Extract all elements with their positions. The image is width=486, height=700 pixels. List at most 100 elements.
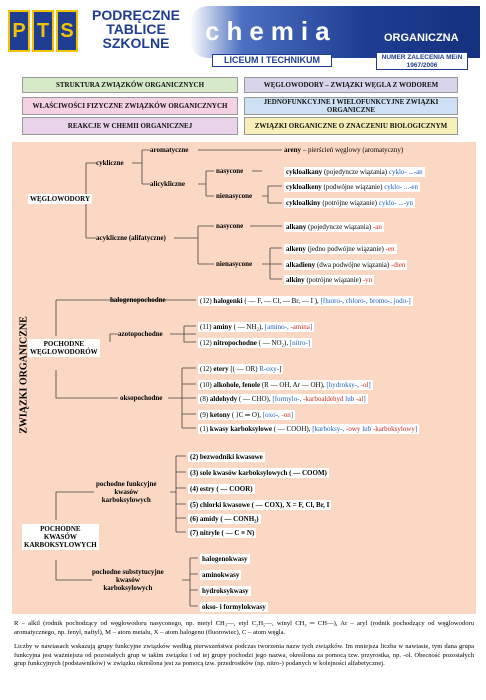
node-unsaturated-cyclic: nienasycone <box>216 192 253 200</box>
alcohols-prefix: [hydroksy-, <box>326 381 361 389</box>
series-title: PODRĘCZNE TABLICE SZKOLNE <box>86 8 186 50</box>
substitution-derivatives-line: pochodne substytucyjne <box>92 568 164 576</box>
ethers-priority: (12) <box>200 365 214 373</box>
ethers-formula: [( — OR) <box>228 365 260 373</box>
leaf-anhydrides: (2) bezwodniki kwasowe <box>188 452 265 462</box>
leaf-ketones: (9) ketony ( ⟩C ═ O), [oxo-, -on] <box>198 410 296 420</box>
functional-derivatives-line: pochodne funkcyjne <box>96 480 157 488</box>
alkanes-suffix: -an <box>372 223 382 231</box>
acids-prefix: [karboksy-, <box>312 425 347 433</box>
series-line: SZKOLNE <box>102 35 170 51</box>
cycloalkenes-suffix: cyklo- ...-en <box>384 183 419 191</box>
amines-name: aminy <box>213 323 232 331</box>
nav-biological-compounds[interactable]: ZWIĄZKI ORGANICZNE O ZNACZENIU BIOLOGICZ… <box>244 117 458 135</box>
halides-name: halogenki <box>213 297 243 305</box>
leaf-cycloalkanes: cykloalkany (pojedyncze wiązania) cyklo-… <box>284 167 425 177</box>
aldehydes-suffix-2: -al <box>355 395 364 403</box>
aldehydes-suffix: -karboaldehyd <box>303 395 344 403</box>
functional-derivatives-line: karboksylowych <box>101 496 151 504</box>
leaf-hydroxy-acids: hydroksykwasy <box>200 586 251 596</box>
node-hydrocarbons: WĘGLOWODORY <box>28 194 93 204</box>
substitution-derivatives-line: karboksylowych <box>103 584 153 592</box>
nav-reactions[interactable]: REAKCJE W CHEMII ORGANICZNEJ <box>22 117 238 135</box>
derivatives-line: WĘGLOWODORÓW <box>30 348 98 356</box>
node-substitution-derivatives: pochodne substytucyjne kwasów karboksylo… <box>92 568 164 592</box>
node-acyclic: acykliczne (alifatyczne) <box>96 234 166 242</box>
node-carboxylic-acid-derivatives: POCHODNE KWASÓW KARBOKSYLOWYCH <box>22 524 99 550</box>
alkadienes-suffix: -dien <box>391 261 406 269</box>
leaf-alkadienes: alkadieny (dwa podwójne wiązania) -dien <box>284 260 408 270</box>
leaf-alkynes: alkiny (potrójne wiązanie) -yn <box>284 275 375 285</box>
amines-formula: ( — NH₂), <box>231 323 265 331</box>
halides-prefixes: [fluoro-, chloro-, bromo-, jodo-] <box>320 297 411 305</box>
ketones-suffix: -on <box>281 411 291 419</box>
node-unsaturated-acyclic: nienasycone <box>216 260 253 268</box>
aldehydes-close: ] <box>363 395 366 403</box>
priority-note: Liczby w nawiasach wskazują grupy funkcy… <box>14 643 474 668</box>
leaf-alcohols: (10) alkohole, fenole (R — OH, Ar — OH),… <box>198 380 373 390</box>
node-saturated-cyclic: nasycone <box>216 167 244 175</box>
amines-close: ] <box>309 323 313 331</box>
leaf-acid-chlorides: (5) chlorki kwasowe ( — COX), X = F, Cl,… <box>188 500 332 510</box>
leaf-nitro-compounds: (12) nitropochodne ( — NO₂), [nitro-] <box>198 338 313 348</box>
derivatives-line: POCHODNE <box>43 340 85 348</box>
ethers-name: etery <box>213 365 229 373</box>
nav-structure[interactable]: STRUKTURA ZWIĄZKÓW ORGANICZNYCH <box>22 77 238 93</box>
cycloalkynes-suffix: cyklo- ...-yn <box>378 199 413 207</box>
nav-hydrocarbons[interactable]: WĘGLOWODORY – ZWIĄZKI WĘGLA Z WODOREM <box>244 77 458 93</box>
leaf-oxo-acids: okso- i formylokwasy <box>200 602 268 612</box>
nav-physical-properties[interactable]: WŁAŚCIWOŚCI FIZYCZNE ZWIĄZKÓW ORGANICZNY… <box>22 97 238 115</box>
alcohols-priority: (10) <box>200 381 214 389</box>
amines-prefix: [amino-, <box>264 323 291 331</box>
cycloalkanes-suffix: cyklo- ...-an <box>388 168 423 176</box>
ethers-prefix: R-oxy- <box>259 365 280 373</box>
cycloalkanes-name: cykloalkany <box>286 168 323 176</box>
leaf-amines: (11) aminy ( — NH₂), [amino-, -amina] <box>198 322 315 332</box>
logo-letter-p: P <box>8 10 30 52</box>
alcohols-suffix: -ol <box>360 381 369 389</box>
leaf-halides: (12) halogenki ( — F, — Cl, — Br, — I ),… <box>198 296 413 306</box>
leaf-alkanes: alkany (pojedyncze wiązania) -an <box>284 222 384 232</box>
node-aromatic: aromatyczne <box>150 146 189 154</box>
leaf-ethers: (12) etery [( — OR) R-oxy-] <box>198 364 284 374</box>
footer-notes: R – alkil (rodnik pochodzący od węglowod… <box>14 620 474 675</box>
node-functional-derivatives: pochodne funkcyjne kwasów karboksylowych <box>96 480 156 504</box>
acids-formula: ( — COOH), <box>271 425 313 433</box>
node-cyclic: cykliczne <box>96 159 124 167</box>
acid-derivatives-line: POCHODNE <box>40 525 81 533</box>
acids-priority: (1) <box>200 425 210 433</box>
ketones-close: ] <box>290 411 294 419</box>
alkanes-desc: (pojedyncze wiązania) <box>306 223 373 231</box>
halides-formula: ( — F, — Cl, — Br, — I ), <box>242 297 321 305</box>
ketones-formula: ( ⟩C ═ O), <box>230 411 263 419</box>
aldehydes-formula: ( — CHO), <box>237 395 273 403</box>
amines-suffix: -amina <box>290 323 310 331</box>
node-saturated-acyclic: nasycone <box>216 222 244 230</box>
node-nitrogen-derivatives: azotopochodne <box>118 330 163 338</box>
alkadienes-name: alkadieny <box>286 261 316 269</box>
leaf-carboxylic-acids: (1) kwasy karboksylowe ( — COOH), [karbo… <box>198 424 420 434</box>
leaf-esters: (4) estry ( — COOR) <box>188 484 255 494</box>
ketones-name: ketony <box>209 411 231 419</box>
pts-logo: P T S <box>8 10 78 52</box>
nitro-formula: ( — NO₂), <box>256 339 290 347</box>
leaf-cycloalkenes: cykloalkeny (podwójne wiązanie) cyklo- .… <box>284 182 421 192</box>
alkenes-desc: (jedno podwójne wiązanie) <box>305 245 386 253</box>
aldehydes-prefix: [formylo-, <box>272 395 304 403</box>
ethers-close: ] <box>279 365 282 373</box>
alkynes-name: alkiny <box>286 276 305 284</box>
acid-derivatives-line: KWASÓW <box>43 533 77 541</box>
acids-name: kwasy karboksylowe <box>209 425 272 433</box>
cycloalkenes-desc: (podwójne wiązanie) <box>321 183 385 191</box>
cycloalkenes-name: cykloalkeny <box>286 183 322 191</box>
leaf-amides: (6) amidy ( — CONH₂) <box>188 514 261 524</box>
logo-letter-t: T <box>32 10 54 52</box>
alkenes-suffix: -en <box>385 245 395 253</box>
alkadienes-desc: (dwa podwójne wiązania) <box>315 261 391 269</box>
leaf-aldehydes: (8) aldehydy ( — CHO), [formylo-, -karbo… <box>198 394 368 404</box>
node-halogen-derivatives: halogenopochodne <box>110 296 166 304</box>
nav-functional-compounds[interactable]: JEDNOFUNKCYJNE I WIELOFUNKCYJNE ZWIĄZKI … <box>244 97 458 115</box>
acids-close: ] <box>414 425 418 433</box>
leaf-halogen-acids: halogenokwasy <box>200 554 250 564</box>
